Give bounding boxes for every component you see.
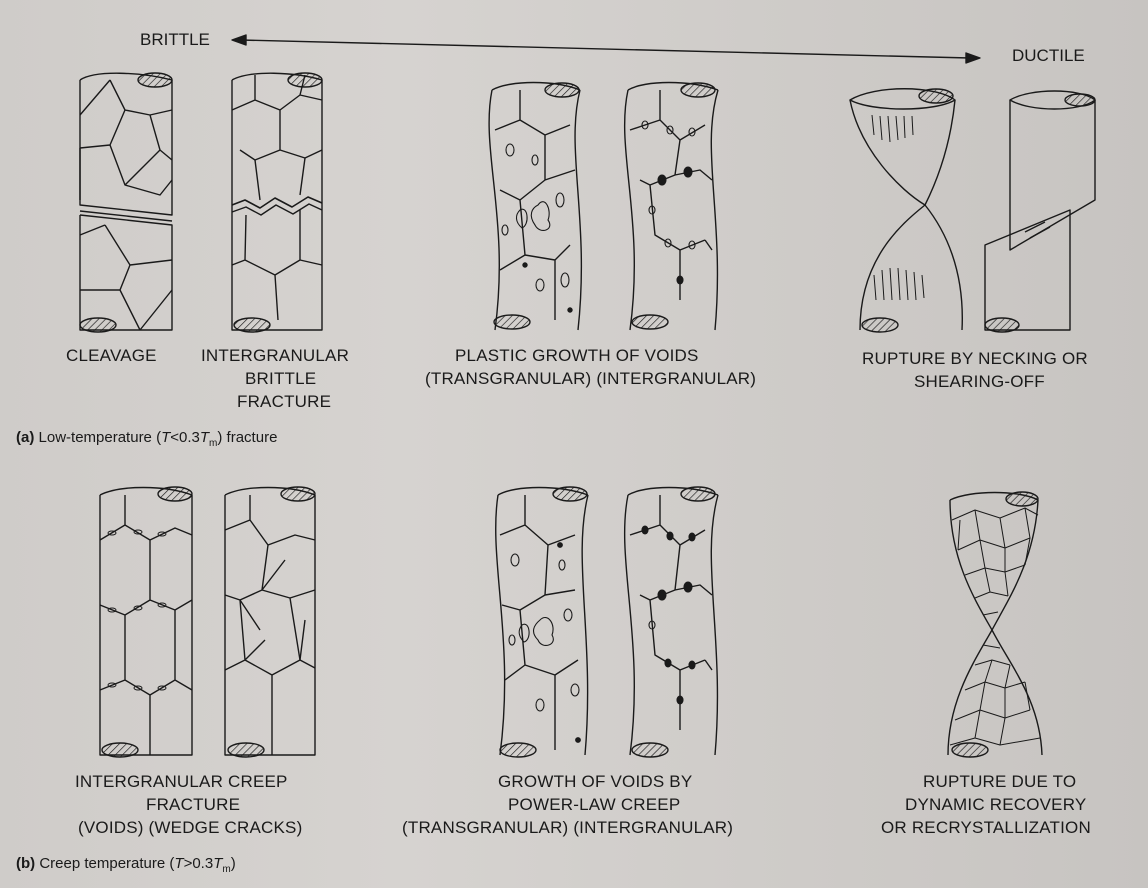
caption-a: (a) Low-temperature (T<0.3Tm) fracture [16,428,277,454]
caption-b-label: (b) [16,855,35,872]
cleavage-specimen [80,73,172,332]
caption-b: (b) Creep temperature (T>0.3Tm) [16,854,236,880]
necking-rupture-specimen [850,89,962,332]
label-creep-1: INTERGRANULAR CREEP [75,771,288,792]
plastic-intergranular-specimen [625,83,718,331]
creep-transgranular-specimen [496,487,588,757]
shearing-specimen [985,91,1095,332]
plastic-transgranular-specimen [489,83,581,331]
caption-a-end: ) fracture [217,429,277,446]
label-voids-2: POWER-LAW CREEP [508,794,680,815]
caption-b-var2: T [213,855,222,872]
wedge-cracks-specimen [225,487,315,757]
label-creep-3: (VOIDS) (WEDGE CRACKS) [78,817,302,838]
label-recovery-1: RUPTURE DUE TO [923,771,1076,792]
label-recovery-2: DYNAMIC RECOVERY [905,794,1086,815]
label-intergranular-brittle-3: FRACTURE [237,391,331,412]
caption-b-text: Creep temperature ( [39,855,174,872]
caption-b-op: >0.3 [184,855,214,872]
brittle-ductile-arrow [232,35,980,63]
caption-a-text: Low-temperature ( [39,429,162,446]
caption-a-label: (a) [16,429,34,446]
caption-b-var: T [174,855,183,872]
caption-a-var2: T [200,429,209,446]
caption-a-op: <0.3 [170,429,200,446]
creep-voids-specimen [100,487,192,757]
label-intergranular-brittle-1: INTERGRANULAR [201,345,349,366]
label-intergranular-brittle-2: BRITTLE [245,368,316,389]
label-voids-3: (TRANSGRANULAR) (INTERGRANULAR) [402,817,733,838]
caption-a-var: T [161,429,170,446]
intergranular-brittle-specimen [232,73,322,332]
caption-b-sub: m [222,864,230,875]
caption-b-end: ) [231,855,236,872]
label-creep-2: FRACTURE [146,794,240,815]
label-cleavage: CLEAVAGE [66,345,157,366]
label-plastic-2: (TRANSGRANULAR) (INTERGRANULAR) [425,368,756,389]
label-recovery-3: OR RECRYSTALLIZATION [881,817,1091,838]
recovery-specimen [948,492,1042,757]
creep-intergranular-specimen [625,487,718,757]
label-rupture-1: RUPTURE BY NECKING OR [862,348,1088,369]
label-plastic-1: PLASTIC GROWTH OF VOIDS [455,345,699,366]
label-rupture-2: SHEARING-OFF [914,371,1045,392]
label-voids-1: GROWTH OF VOIDS BY [498,771,692,792]
